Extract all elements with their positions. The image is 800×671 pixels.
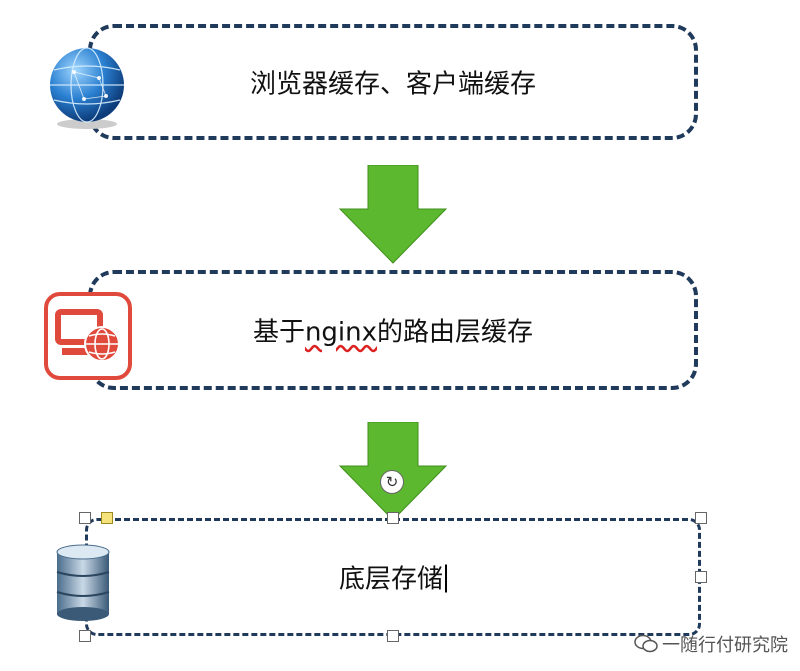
monitor-globe-icon: [44, 292, 132, 380]
label-suffix: 的路由层缓存: [377, 317, 534, 348]
text-cursor: [445, 564, 447, 593]
label-nginx: nginx: [304, 317, 378, 348]
database-icon: [56, 544, 110, 621]
browser-client-cache-label: 浏览器缓存、客户端缓存: [249, 69, 536, 100]
resize-handle-bottom[interactable]: [387, 630, 399, 642]
globe-icon: [50, 47, 124, 129]
down-arrow-1: [338, 165, 448, 264]
resize-handle-top-left[interactable]: [79, 512, 91, 524]
rotate-handle-icon[interactable]: ↻: [380, 470, 404, 494]
resize-handle-bottom-left[interactable]: [79, 630, 91, 642]
wechat-icon: [634, 634, 658, 653]
adjust-handle[interactable]: [101, 512, 113, 524]
resize-handle-top-right[interactable]: [695, 512, 707, 524]
storage-label: 底层存储: [88, 559, 698, 596]
storage-label-text: 底层存储: [338, 564, 443, 595]
nginx-routing-cache-box: 基于nginx的路由层缓存: [88, 270, 698, 390]
resize-handle-top[interactable]: [387, 512, 399, 524]
watermark: 一随行付研究院: [634, 631, 788, 657]
nginx-routing-cache-label: 基于nginx的路由层缓存: [92, 312, 694, 349]
resize-handle-right[interactable]: [695, 571, 707, 583]
label-prefix: 基于: [252, 317, 305, 348]
browser-client-cache-box: 浏览器缓存、客户端缓存: [88, 24, 698, 140]
watermark-text: 一随行付研究院: [662, 635, 788, 656]
storage-box[interactable]: 底层存储: [85, 518, 701, 636]
